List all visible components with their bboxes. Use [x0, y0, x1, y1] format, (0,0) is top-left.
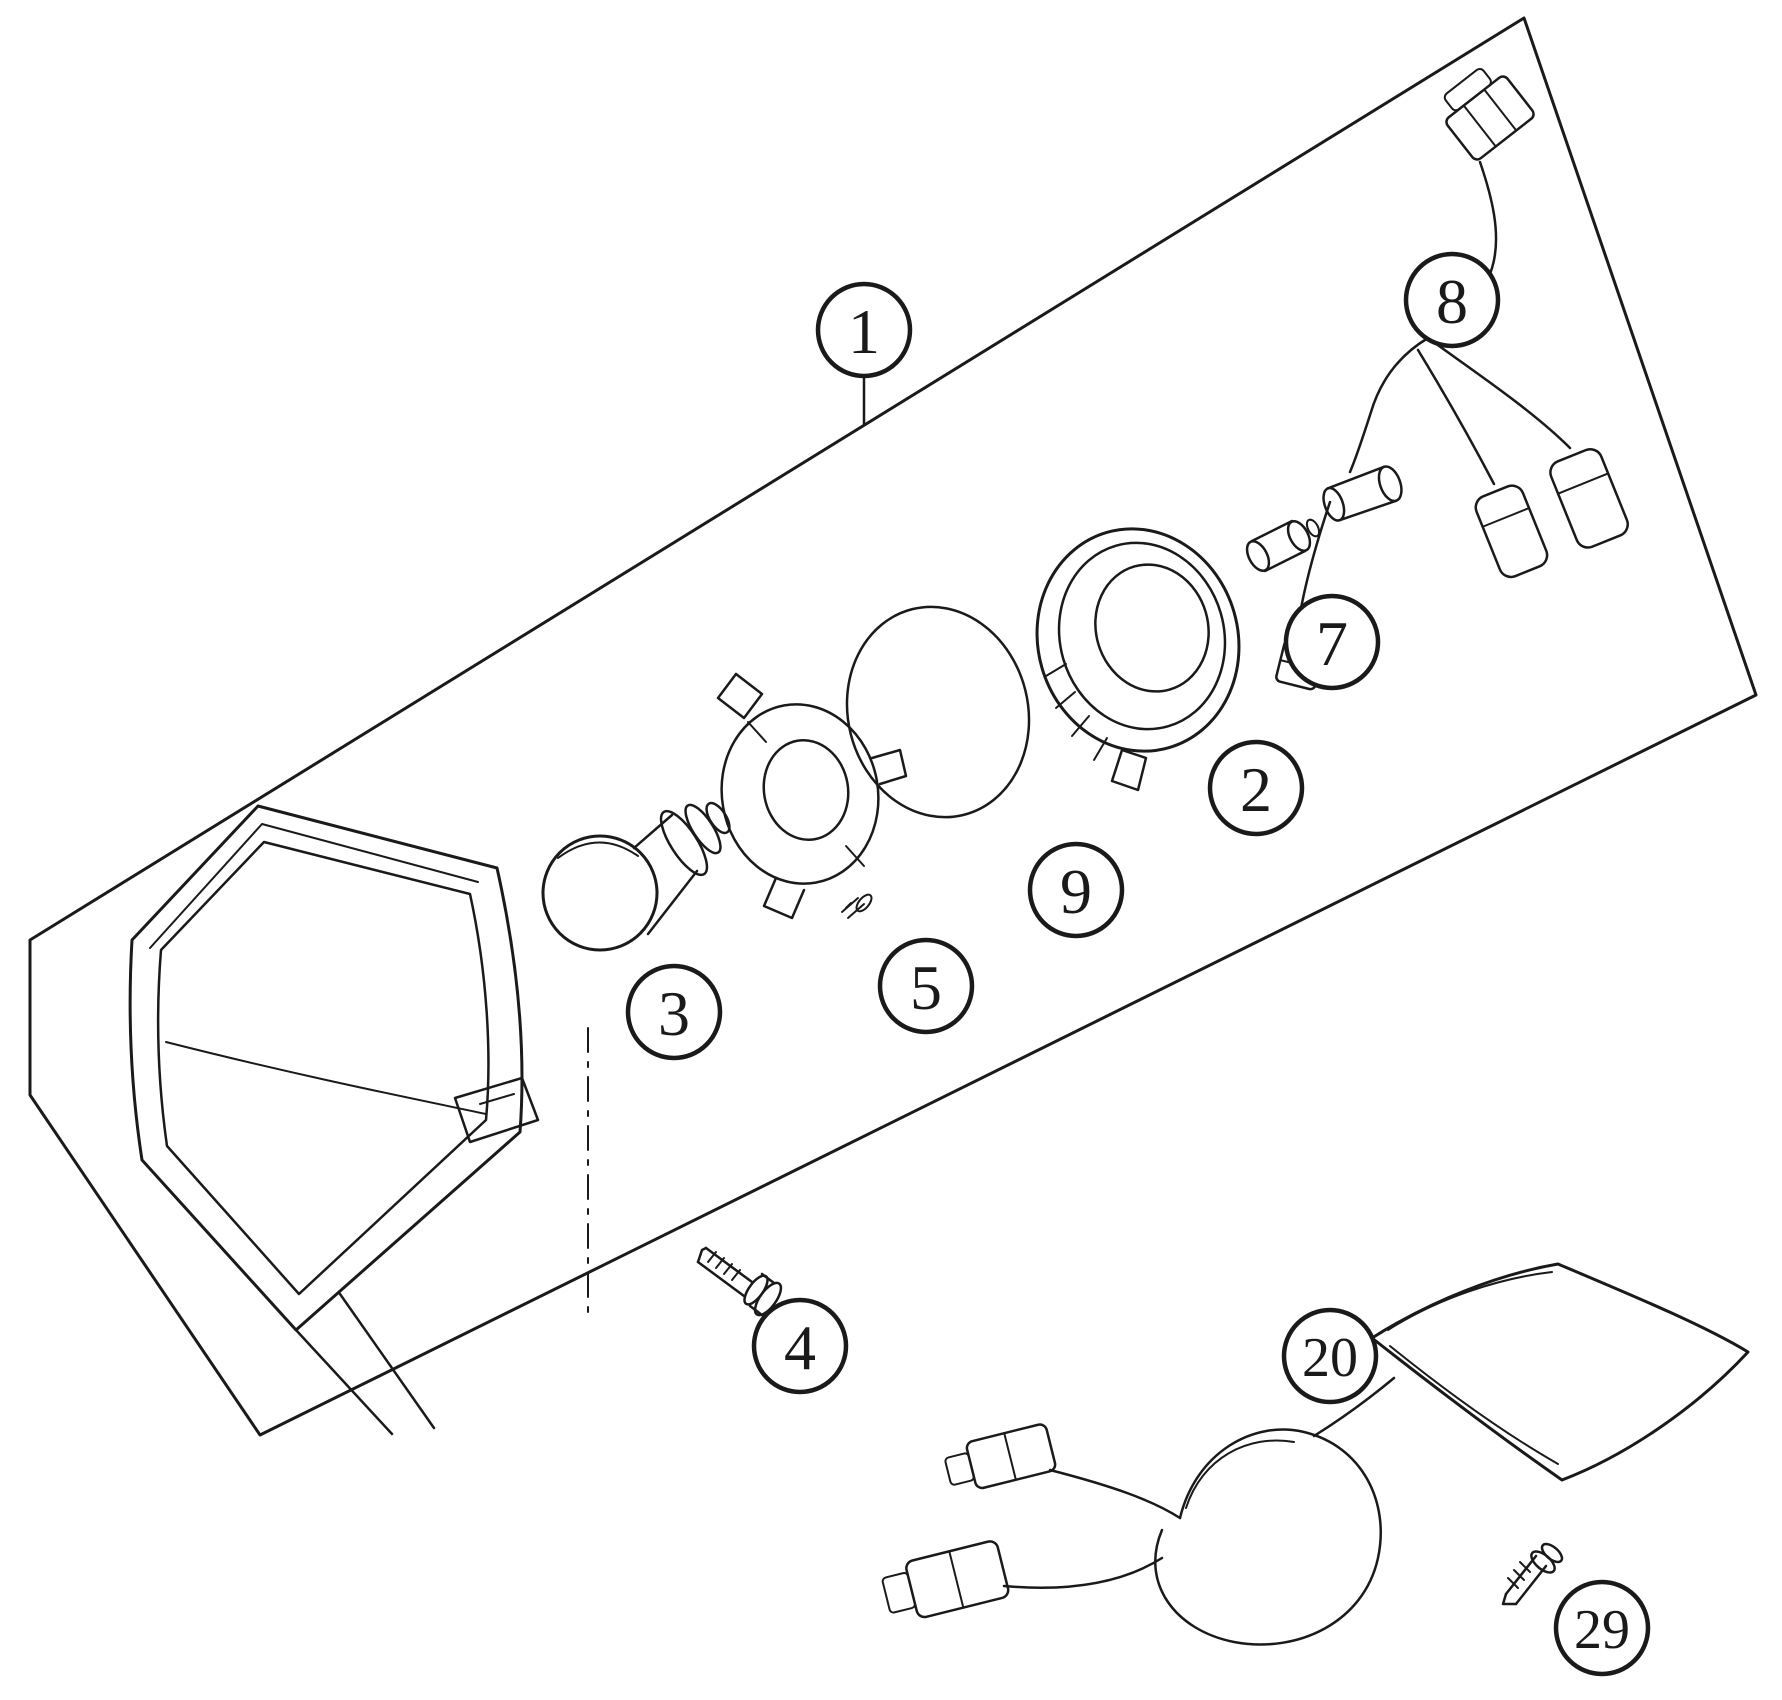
bulb-holder-plate	[716, 672, 908, 920]
wiring-harness	[1275, 67, 1629, 691]
wire-loop	[1154, 1428, 1382, 1646]
callout-5: 5	[877, 937, 975, 1035]
headlight-bulb	[541, 801, 731, 952]
taillight-lens-plate	[1370, 1262, 1750, 1482]
harness-main-connector	[1443, 67, 1535, 161]
ring-tab	[1110, 748, 1148, 792]
tail-connector-a	[944, 1423, 1057, 1490]
headlight-mask	[128, 804, 540, 1436]
callout-20: 20	[1281, 1307, 1379, 1405]
callout-3-number: 3	[658, 978, 690, 1049]
callout-1: 1	[815, 281, 913, 379]
callout-2-number: 2	[1240, 754, 1272, 825]
taillight-kit	[881, 1262, 1750, 1646]
mask-screw	[696, 1246, 783, 1317]
harness-connector-b	[1474, 484, 1549, 579]
callout-20-number: 20	[1302, 1327, 1358, 1389]
callout-9: 9	[1027, 841, 1125, 939]
callout-4: 4	[751, 1297, 849, 1395]
taillight-screw	[1501, 1542, 1564, 1606]
retainer-screw	[841, 893, 873, 919]
callout-7: 7	[1283, 593, 1381, 691]
headlight-lens	[845, 605, 1031, 819]
harness-bullet-connector	[1322, 465, 1403, 522]
callout-8: 8	[1403, 251, 1501, 349]
callout-29-number: 29	[1574, 1599, 1630, 1661]
mask-mount-tab	[453, 1076, 540, 1144]
callout-1-number: 1	[848, 296, 880, 367]
callout-8-number: 8	[1436, 266, 1468, 337]
headlight-ring	[1035, 527, 1241, 792]
callout-9-number: 9	[1060, 856, 1092, 927]
callout-3: 3	[625, 963, 723, 1061]
callout-7-number: 7	[1316, 608, 1348, 679]
tail-connector-b	[881, 1540, 1010, 1619]
callout-29: 29	[1553, 1579, 1651, 1677]
taillight-harness	[881, 1376, 1396, 1646]
callout-2: 2	[1207, 739, 1305, 837]
harness-connector-a	[1549, 447, 1629, 549]
indicator-bulb	[1245, 518, 1321, 573]
callout-4-number: 4	[784, 1312, 816, 1383]
assembly-boundary	[28, 16, 1758, 1437]
callout-5-number: 5	[910, 952, 942, 1023]
